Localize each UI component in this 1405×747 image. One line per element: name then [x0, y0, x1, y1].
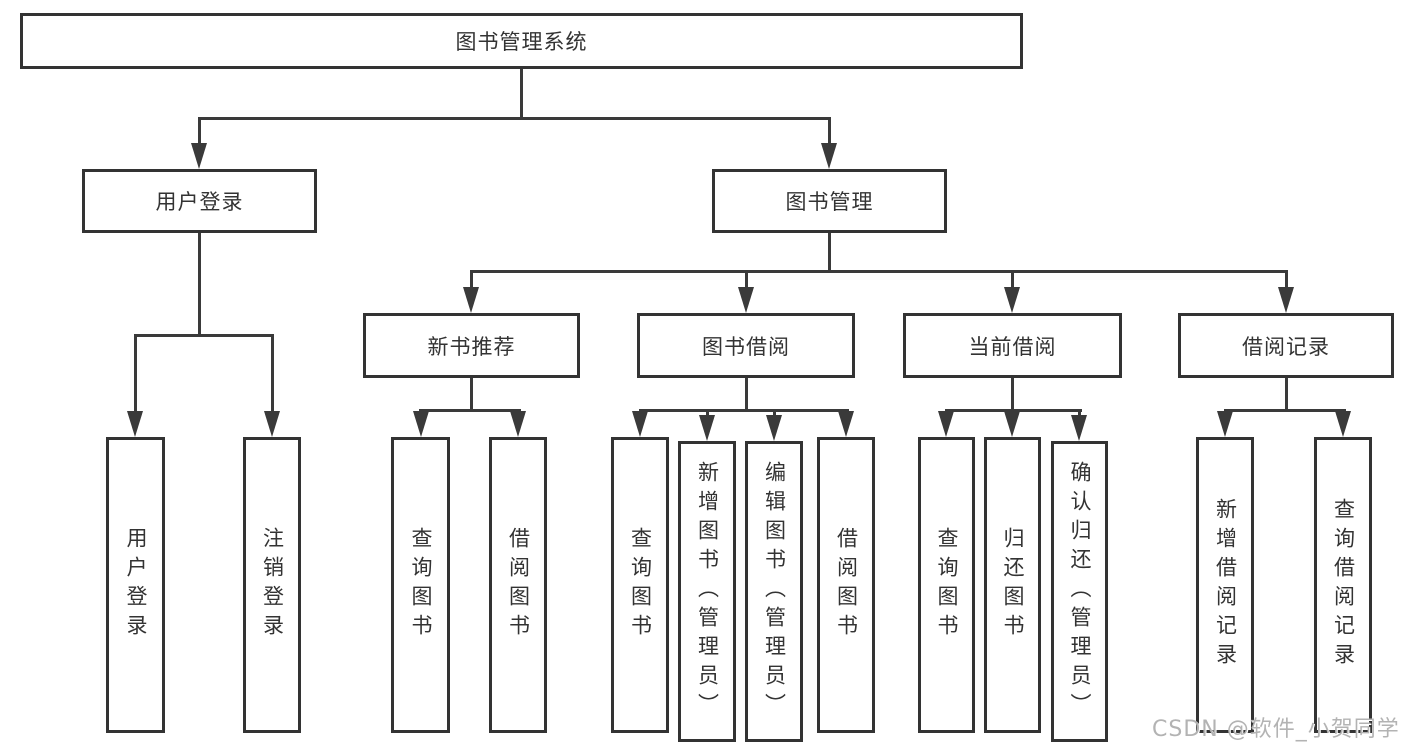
watermark-text: CSDN @软件_小贺同学 — [1152, 717, 1400, 742]
leaf-query-books-borrow: 查询图书 — [611, 437, 669, 733]
connector-stem — [744, 378, 748, 411]
connector-root-bar — [197, 117, 831, 120]
arrowhead-down-icon — [510, 411, 526, 437]
connector-user-login-bar — [133, 333, 274, 337]
arrowhead-down-icon — [1217, 411, 1233, 437]
arrowhead-down-icon — [412, 411, 429, 437]
leaf-add-borrow-record: 新增借阅记录 — [1196, 437, 1254, 733]
arrowhead-down-icon — [766, 415, 782, 441]
connector-drop — [469, 271, 473, 291]
leaf-borrow-books: 借阅图书 — [817, 437, 875, 733]
connector-stem — [1284, 378, 1288, 411]
connector-bar — [638, 408, 849, 412]
leaf-query-borrow-record: 查询借阅记录 — [1314, 437, 1372, 733]
leaf-logout: 注销登录 — [243, 437, 301, 733]
arrowhead-down-icon — [699, 415, 715, 441]
arrowhead-down-icon — [821, 143, 837, 169]
connector-user-login-stem — [197, 233, 201, 336]
connector-book-management-bar — [469, 269, 1288, 273]
arrowhead-down-icon — [1004, 287, 1020, 313]
connector-drop-user-login — [197, 119, 201, 147]
connector-drop-book-management — [827, 119, 831, 147]
leaf-edit-books-admin: 编辑图书（管理员） — [745, 441, 803, 742]
arrowhead-down-icon — [1335, 411, 1351, 437]
arrowhead-down-icon — [127, 411, 143, 437]
leaf-user-login: 用户登录 — [106, 437, 165, 733]
connector-bar — [1223, 408, 1346, 412]
connector-stem — [1010, 378, 1014, 411]
leaf-query-books-recommend: 查询图书 — [391, 437, 450, 733]
connector-drop — [1284, 271, 1288, 291]
arrowhead-down-icon — [1278, 287, 1294, 313]
node-book-management: 图书管理 — [712, 169, 947, 233]
connector-drop — [133, 335, 137, 417]
leaf-add-books-admin: 新增图书（管理员） — [678, 441, 736, 742]
node-library-management-system: 图书管理系统 — [20, 13, 1023, 69]
arrowhead-down-icon — [264, 411, 280, 437]
arrowhead-down-icon — [1004, 411, 1020, 437]
connector-drop — [270, 335, 274, 417]
arrowhead-down-icon — [838, 411, 854, 437]
node-book-borrowing: 图书借阅 — [637, 313, 855, 378]
connector-stem — [469, 378, 473, 411]
leaf-borrow-books-recommend: 借阅图书 — [489, 437, 547, 733]
leaf-return-books: 归还图书 — [984, 437, 1041, 733]
node-user-login: 用户登录 — [82, 169, 317, 233]
arrowhead-down-icon — [191, 143, 207, 169]
leaf-query-books-current: 查询图书 — [918, 437, 975, 733]
node-new-book-recommendation: 新书推荐 — [363, 313, 580, 378]
leaf-confirm-return-admin: 确认归还（管理员） — [1051, 441, 1108, 742]
connector-bar — [419, 408, 521, 412]
arrowhead-down-icon — [938, 411, 954, 437]
node-current-borrowing: 当前借阅 — [903, 313, 1122, 378]
connector-drop — [744, 271, 748, 291]
arrowhead-down-icon — [1071, 415, 1087, 441]
connector-drop — [1010, 271, 1014, 291]
arrowhead-down-icon — [632, 411, 648, 437]
arrowhead-down-icon — [463, 287, 479, 313]
connector-book-management-stem — [827, 233, 831, 272]
connector-root-stem — [519, 69, 523, 120]
arrowhead-down-icon — [738, 287, 754, 313]
node-borrowing-records: 借阅记录 — [1178, 313, 1394, 378]
